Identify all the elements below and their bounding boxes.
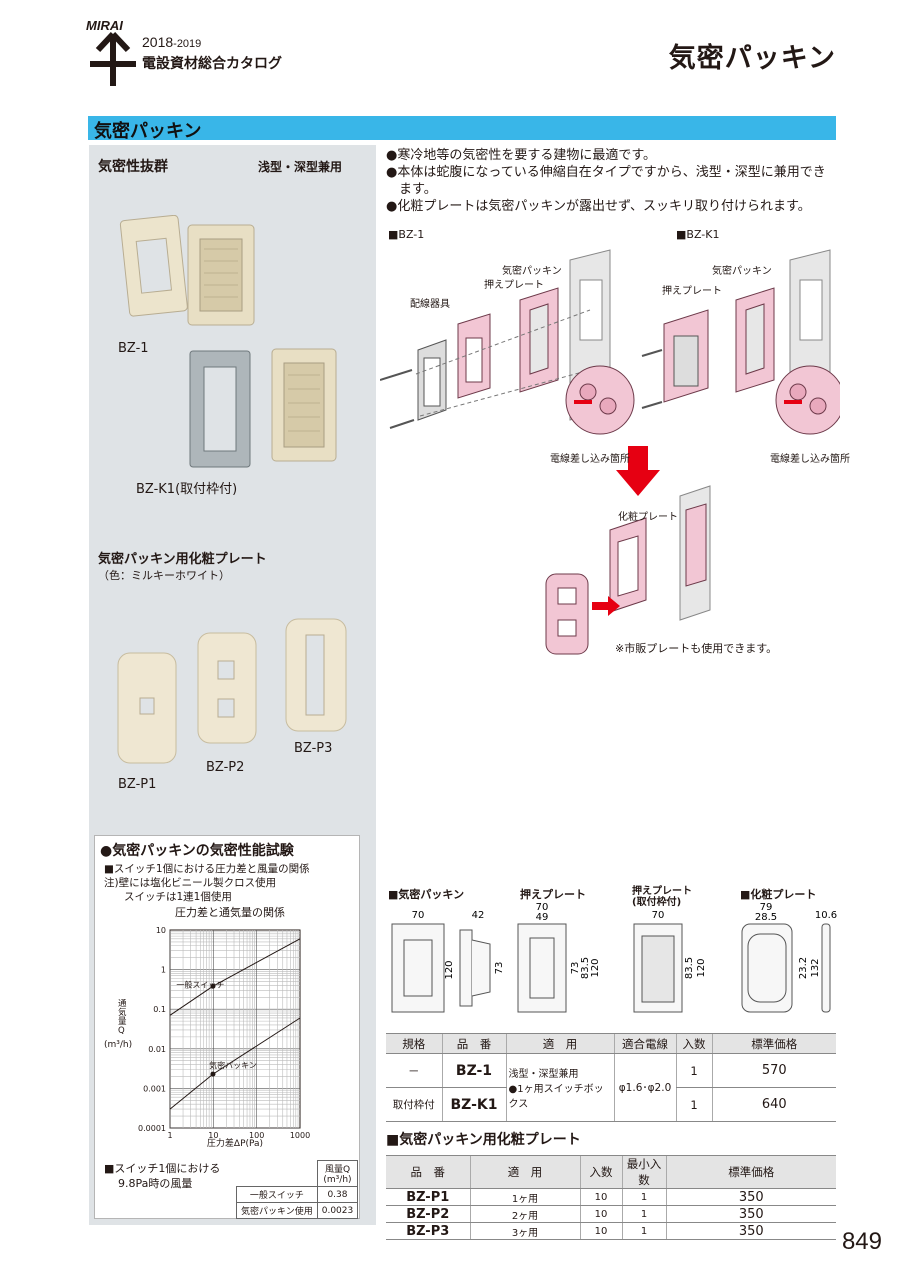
y-tick-label: 0.01 [148, 1045, 166, 1054]
plate-color: （色：ミルキーホワイト） [98, 569, 230, 582]
y-tick-label: 0.0001 [138, 1124, 166, 1133]
test-note-3: スイッチは1連1個使用 [124, 891, 232, 903]
chart-title: 圧力差と通気量の関係 [175, 905, 285, 919]
chart-xlabel: 圧力差ΔP(Pa) [207, 1137, 263, 1149]
data-point [210, 1071, 216, 1077]
bullet-item: ●本体は蛇腹になっている伸縮自在タイプですから、浅型・深型に兼用できます。 [386, 165, 826, 197]
chart-frame [169, 929, 301, 1129]
insert-callout-1: 電線差し込み箇所 [550, 454, 630, 465]
test-note-1: ■スイッチ1個における圧力差と風量の関係 [104, 863, 310, 875]
svg-text:42: 42 [472, 910, 485, 921]
packing-callout-1: 気密パッキン [502, 266, 562, 277]
mirai-logo: MIRAI [86, 18, 136, 86]
y-tick-label: 10 [156, 926, 166, 935]
mini-head: 風量Q(m³/h) [316, 1160, 359, 1187]
svg-text:70: 70 [412, 910, 425, 921]
section-title: 気密パッキン [94, 121, 202, 142]
press-plate-callout-2: 押えプレート [662, 286, 722, 297]
series-label: 気密パッキン [209, 1060, 257, 1070]
table-row: BZ-P2 2ヶ用 10 1 350 [386, 1205, 836, 1223]
feature-bullets: ●寒冷地等の気密性を要する建物に最適です。 ●本体は蛇腹になっている伸縮自在タイ… [386, 147, 836, 215]
svg-text:73: 73 [570, 962, 581, 975]
svg-text:120: 120 [590, 958, 601, 977]
svg-text:120: 120 [444, 960, 455, 979]
cosmetic-plate-callout: 化粧プレート [618, 512, 678, 523]
test-title: ●気密パッキンの気密性能試験 [100, 843, 294, 859]
svg-text:23.2: 23.2 [798, 957, 809, 979]
svg-text:132: 132 [810, 958, 821, 977]
insert-callout-2: 電線差し込み箇所 [770, 454, 850, 465]
dim-press-label: 押えプレート [520, 888, 586, 901]
chart-yunit: (m³/h) [104, 1040, 133, 1050]
press-plate-callout-1: 押えプレート [484, 280, 544, 291]
svg-text:28.5: 28.5 [755, 912, 777, 923]
x-tick-label: 1000 [290, 1131, 310, 1140]
bottom-label-1: ■スイッチ1個における [104, 1162, 221, 1175]
y-tick-label: 0.001 [143, 1084, 166, 1093]
page-title: 気密パッキン [668, 43, 836, 74]
x-tick-label: 100 [249, 1131, 264, 1140]
dimension-drawings: 70 42 120 73 70 49 73 83.5 120 70 83.5 1… [391, 902, 837, 1013]
product-photos-packing [119, 215, 337, 468]
bullet-item: ●化粧プレートは気密パッキンが露出せず、スッキリ取り付けられます。 [386, 199, 811, 214]
brand-text: MIRAI [86, 18, 123, 33]
page-number: 849 [841, 1228, 882, 1255]
bz1-label: BZ-1 [118, 341, 149, 356]
feature-subheading: 浅型・深型兼用 [258, 160, 343, 174]
svg-text:73: 73 [494, 962, 505, 975]
table-row: 取付枠付 BZ-K1 1 640 [386, 1087, 836, 1122]
bottom-label-2: 9.8Pa時の風量 [118, 1177, 193, 1190]
bzp3-label: BZ-P3 [294, 741, 333, 756]
plate-heading: 気密パッキン用化粧プレート [98, 552, 267, 567]
table-row: BZ-P1 1ヶ用 10 1 350 [386, 1188, 836, 1206]
svg-text:70: 70 [652, 910, 665, 921]
bz1-diagram-label: ■BZ-1 [388, 228, 425, 241]
series-label: 一般スイッチ [176, 979, 224, 989]
bzp2-label: BZ-P2 [206, 760, 245, 775]
x-tick-label: 10 [208, 1131, 218, 1140]
section-bar: 気密パッキン [88, 116, 836, 142]
feature-heading: 気密性抜群 [98, 159, 168, 175]
commercial-plate-note: ※市販プレートも使用できます。 [615, 642, 778, 655]
bullet-item: ●寒冷地等の気密性を要する建物に最適です。 [386, 148, 657, 163]
plate-table: 品 番 適 用 入数 最小入数 標準価格 BZ-P1 1ヶ用 10 1 350 … [386, 1155, 836, 1240]
svg-text:49: 49 [536, 912, 549, 923]
svg-text:120: 120 [696, 958, 707, 977]
svg-text:10.6: 10.6 [815, 910, 837, 921]
y-tick-label: 0.1 [153, 1005, 166, 1014]
y-tick-label: 1 [161, 966, 166, 975]
svg-text:70: 70 [536, 902, 549, 913]
table-row: － BZ-1 浅型・深型兼用●1ヶ用スイッチボックス φ1.6･φ2.0 1 5… [386, 1053, 836, 1122]
plate-table-title: ■気密パッキン用化粧プレート [386, 1132, 581, 1148]
bzp1-label: BZ-P1 [118, 777, 157, 792]
dim-plate-label: ■化粧プレート [740, 888, 817, 901]
catalog-name: 電設資材総合カタログ [142, 56, 282, 72]
assembly-diagram [380, 249, 840, 655]
catalog-year: 2018-2019 [142, 34, 202, 50]
dim-packing-label: ■気密パッキン [388, 888, 465, 901]
wiring-callout: 配線器具 [410, 299, 450, 310]
packing-callout-2: 気密パッキン [712, 266, 772, 277]
product-photos-plates [117, 618, 347, 764]
x-tick-label: 1 [167, 1131, 172, 1140]
svg-text:83.5: 83.5 [580, 957, 591, 979]
chart-ylabel: 通気量Q [118, 999, 127, 1036]
bzk1-diagram-label: ■BZ-K1 [676, 228, 720, 241]
bzk1-label: BZ-K1(取付枠付) [136, 482, 238, 497]
data-point [210, 983, 216, 989]
svg-text:79: 79 [760, 902, 773, 913]
dim-press-k-label: 押えプレート(取付枠付) [632, 886, 692, 908]
table-row: BZ-P3 3ヶ用 10 1 350 [386, 1222, 836, 1240]
test-note-2: 注)壁には塩化ビニール製クロス使用 [104, 877, 277, 889]
spec-table: 規格 品 番 適 用 適合電線 入数 標準価格 － BZ-1 浅型・深型兼用●1… [386, 1033, 836, 1122]
svg-text:83.5: 83.5 [684, 957, 695, 979]
